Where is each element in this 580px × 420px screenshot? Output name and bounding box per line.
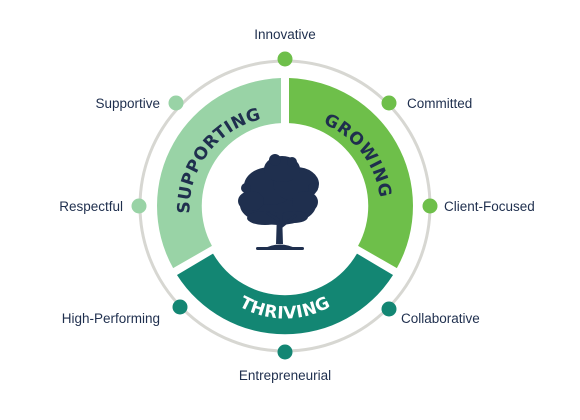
value-label-collaborative: Collaborative (401, 311, 480, 326)
segment-growing (289, 78, 413, 269)
value-label-high-performing: High-Performing (62, 311, 160, 326)
value-label-client-focused: Client-Focused (444, 199, 535, 214)
dot-collaborative (381, 301, 397, 317)
value-label-respectful: Respectful (59, 199, 123, 214)
dot-entrepreneurial (277, 344, 293, 360)
value-label-innovative: Innovative (254, 27, 316, 42)
dot-client-focused (422, 198, 438, 214)
dot-high-performing (172, 299, 188, 315)
oak-tree-icon (238, 154, 319, 250)
segment-supporting (157, 78, 281, 269)
value-label-supportive: Supportive (95, 96, 160, 111)
dot-committed (381, 95, 397, 111)
value-label-committed: Committed (407, 96, 472, 111)
dot-respectful (131, 198, 147, 214)
value-label-entrepreneurial: Entrepreneurial (239, 368, 331, 383)
segment-thriving (176, 253, 394, 335)
dot-supportive (168, 95, 184, 111)
dot-innovative (277, 51, 293, 67)
